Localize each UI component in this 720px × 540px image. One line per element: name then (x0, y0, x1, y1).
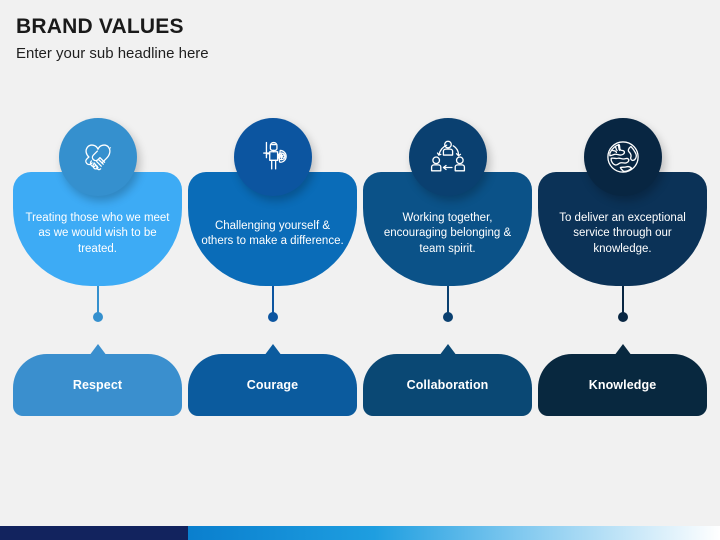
value-label-box[interactable]: Knowledge (538, 354, 707, 416)
team-collaboration-icon (430, 140, 465, 172)
globe-brain-icon-bubble[interactable] (583, 118, 662, 196)
value-label-text: Knowledge (588, 378, 657, 392)
value-card-description: To deliver an exceptional service throug… (559, 211, 686, 255)
connector-dot (617, 312, 628, 322)
value-column-respect[interactable]: Treating those who we meet as we would w… (13, 0, 182, 540)
bottom-accent-bar (0, 526, 720, 540)
value-label-box[interactable]: Respect (13, 354, 182, 416)
value-column-collaboration[interactable]: Working together, encouraging belonging … (363, 0, 532, 540)
connector-dot (442, 312, 453, 322)
label-notch (613, 344, 632, 356)
team-collaboration-icon-bubble[interactable] (408, 118, 487, 196)
value-card-description: Treating those who we meet as we would w… (25, 211, 170, 255)
value-label-wrap-collaboration[interactable]: Collaboration (363, 344, 532, 416)
page-title: BRAND VALUES (16, 15, 184, 38)
value-label-wrap-courage[interactable]: Courage (188, 344, 357, 416)
value-column-knowledge[interactable]: To deliver an exceptional service throug… (538, 0, 707, 540)
value-label-wrap-respect[interactable]: Respect (13, 344, 182, 416)
value-card-description: Challenging yourself & others to make a … (201, 219, 344, 248)
globe-brain-icon (606, 141, 639, 173)
value-card-description: Working together, encouraging belonging … (383, 211, 512, 255)
value-label-box[interactable]: Courage (188, 354, 357, 416)
connector-line (446, 286, 449, 314)
value-label-text: Collaboration (406, 378, 489, 392)
header: BRAND VALUES Enter your sub headline her… (16, 14, 516, 64)
bottom-bar-navy-segment (0, 526, 188, 540)
connector-line (96, 286, 99, 314)
value-label-box[interactable]: Collaboration (363, 354, 532, 416)
value-label-text: Respect (72, 378, 123, 392)
handshake-heart-icon-bubble[interactable] (58, 118, 137, 196)
value-label-text: Courage (246, 378, 299, 392)
page-subtitle: Enter your sub headline here (16, 45, 209, 62)
label-notch (88, 344, 107, 356)
knight-sword-shield-icon (262, 141, 287, 170)
value-card-courage[interactable]: Challenging yourself & others to make a … (188, 172, 357, 286)
handshake-heart-icon (84, 144, 111, 171)
bottom-bar-gradient-segment (188, 526, 720, 540)
connector-dot (92, 312, 103, 322)
connector-line (271, 286, 274, 314)
label-notch (438, 344, 457, 356)
value-label-wrap-knowledge[interactable]: Knowledge (538, 344, 707, 416)
connector-line (621, 286, 624, 314)
knight-sword-shield-icon-bubble[interactable] (233, 118, 312, 196)
label-notch (263, 344, 282, 356)
value-column-courage[interactable]: Challenging yourself & others to make a … (188, 0, 357, 540)
connector-dot (267, 312, 278, 322)
